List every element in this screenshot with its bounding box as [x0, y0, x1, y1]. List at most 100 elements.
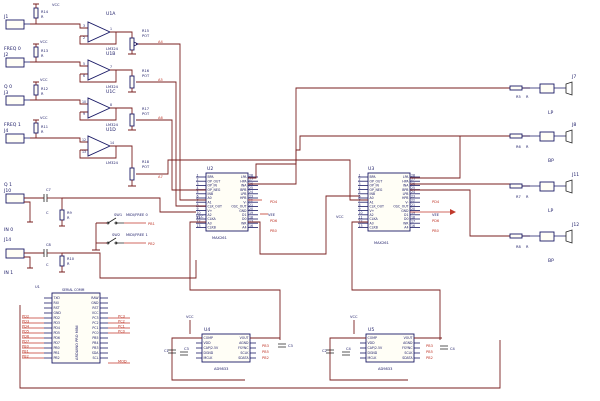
output-r6-j8: R6 R J8 BP	[509, 122, 576, 164]
pin-name: DGND	[204, 351, 214, 355]
cap-ref: C4	[346, 347, 352, 351]
mcu-arduino-pro-mini: U1 SERIAL COMM ARDUINO PRO MINI TXORXIRS…	[19, 285, 501, 389]
pin-name: V-	[243, 200, 246, 204]
pin-number: 16	[249, 224, 253, 228]
jack-ref: J11	[571, 172, 579, 178]
net-label: PB1	[148, 222, 155, 226]
vcc-label: VCC	[52, 3, 60, 7]
pot-r18: R18 POT A7	[110, 145, 163, 187]
net-label: PD4	[432, 200, 440, 204]
pin-number: 5	[83, 62, 85, 66]
pin-name: OP_OUT	[208, 179, 221, 183]
pin-number: 9	[359, 207, 361, 211]
pin-name: HPA	[240, 179, 247, 183]
net-label: PB2	[426, 356, 433, 360]
jack-ref: J3	[3, 90, 8, 96]
pot-value: POT	[142, 74, 150, 78]
pin-number: 10	[82, 100, 86, 104]
pin-name: PD2	[54, 316, 60, 320]
res-ref: R9	[67, 211, 72, 215]
pin-name: PB2	[54, 356, 60, 360]
pot-ref: R16	[142, 69, 150, 73]
pin-number: 6	[359, 194, 361, 198]
pin-number: 10	[359, 211, 363, 215]
pin-name: A4	[404, 226, 408, 230]
vee-label: VEE	[268, 213, 276, 217]
pin-name: PD4	[54, 326, 60, 330]
vcc-label: VCC	[40, 116, 48, 120]
net-label: PB0	[432, 229, 440, 233]
net-label: PD6	[432, 219, 440, 223]
cap-ref: C3	[184, 347, 189, 351]
res-ref: R10	[67, 257, 75, 261]
pot-ref: R15	[142, 29, 149, 33]
output-label: LP	[548, 208, 554, 214]
jack-ref: J4	[3, 128, 8, 134]
pot-ref: R18	[142, 160, 150, 164]
pin-name: INA	[241, 184, 247, 188]
pin-number: 1	[197, 173, 199, 177]
wire-u2-bp	[248, 135, 530, 185]
opamp-part: LM324	[106, 161, 119, 165]
switch-ref: SW2	[112, 233, 120, 237]
pin-name: HPB	[240, 196, 247, 200]
resistor-value: R	[41, 15, 44, 19]
pin-name: V+	[208, 209, 213, 213]
pin-number: 2	[197, 178, 199, 182]
vcc-label: VCC	[40, 78, 48, 82]
net-label: PD2	[22, 315, 29, 319]
switch-sw2: SW2 MIDI/FREE 1 PB2	[96, 233, 155, 246]
pin-name: GND	[401, 209, 409, 213]
pin-name: OP_NEG	[208, 188, 221, 192]
output-r8-j12: R8 R J12 BP	[509, 222, 579, 264]
pin-name: SCL	[92, 356, 98, 360]
pin-number: 28	[411, 173, 415, 177]
opamp-u1c: 10 9 8 U1C LM324	[36, 89, 119, 127]
pin-name: LPA	[241, 175, 247, 179]
opamp-ref: U1A	[106, 11, 116, 17]
pin-name: D1	[242, 213, 246, 217]
resistor-ref: R14	[41, 10, 49, 14]
pin-name: PB4	[92, 341, 98, 345]
resistor-ref: R11	[41, 125, 48, 129]
cap-ref: C2	[322, 349, 327, 353]
pin-name: PC1	[92, 326, 98, 330]
pin-name: AGND	[239, 341, 249, 345]
pin-name: OP_NEG	[370, 188, 383, 192]
pin-name: PC3	[92, 316, 98, 320]
pin-name: HPB	[402, 196, 409, 200]
pin-number: 13	[197, 224, 201, 228]
pin-name: GND	[91, 301, 99, 305]
switch-sw1: SW1 MIDI/FREE 0 PB1	[92, 213, 155, 251]
opamp-ref: U1B	[106, 51, 115, 57]
vcc-label: VCC	[350, 315, 358, 319]
mcu-ref: U1	[35, 285, 40, 289]
net-label: MOD	[118, 360, 127, 364]
pin-number: 24	[411, 190, 415, 194]
net-label: PD4	[270, 200, 278, 204]
pot-value: POT	[142, 34, 150, 38]
opamp-part: LM324	[106, 47, 119, 51]
pin-number: 20	[249, 207, 253, 211]
opamp-part: LM324	[106, 85, 119, 89]
output-r7-j11: R7 R J11 LP	[509, 172, 579, 214]
output-label: BP	[548, 258, 554, 264]
wire-u2-clk	[189, 221, 281, 340]
pin-number: 4	[359, 186, 361, 190]
net-label: A6	[158, 116, 163, 120]
pin-number: 18	[411, 215, 415, 219]
wire-a7	[162, 159, 368, 201]
wire-in1	[62, 252, 197, 279]
pin-name: VOUT	[240, 336, 249, 340]
net-label: A7	[158, 175, 163, 179]
net-label: IN 0	[4, 227, 13, 233]
pin-name: PD7	[54, 341, 60, 345]
input-resistor-r13: R13 R VCC	[30, 40, 48, 63]
pin-name: CAP/2.5V	[204, 346, 219, 350]
pot-r16: R16 POT A5	[110, 69, 163, 93]
pin-name: DGND	[368, 351, 378, 355]
resistor-ref: R13	[41, 49, 48, 53]
pin-name: TXO	[53, 296, 61, 300]
cap-c8: C8 C	[43, 243, 62, 267]
